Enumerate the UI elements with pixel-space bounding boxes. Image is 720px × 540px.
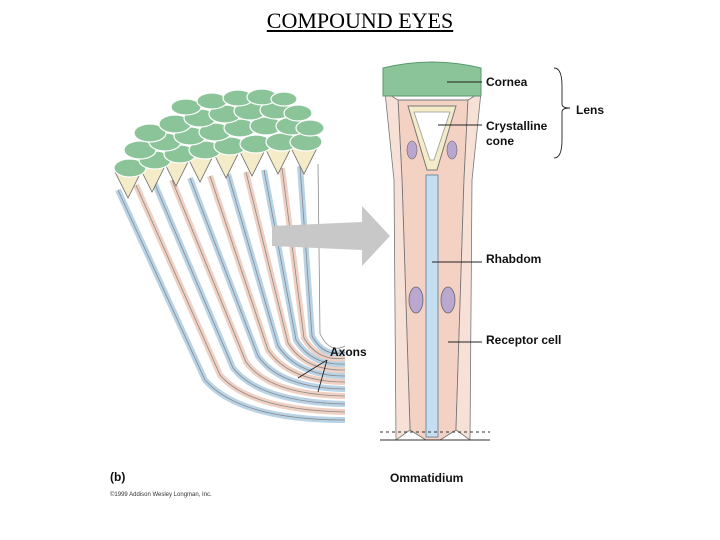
leader-lines [432,67,571,343]
compound-eye-bundle [113,88,346,423]
axons-pointer-lines [297,359,328,393]
label-receptor-cell: Receptor cell [486,333,561,347]
page-title: COMPOUND EYES [266,8,454,33]
receptor-nucleus-right [440,286,456,314]
label-crystalline: Crystalline [486,119,548,133]
label-cone: cone [486,134,514,148]
label-panel: (b) [110,470,125,484]
ommatidia-shafts [115,163,346,423]
label-cornea: Cornea [486,75,528,89]
cornea [382,61,482,97]
label-rhabdom: Rhabdom [486,252,541,266]
rhabdom [425,174,439,438]
label-axons: Axons [330,345,367,359]
label-lens: Lens [576,103,604,117]
label-ommatidium: Ommatidium [390,471,463,485]
receptor-nucleus-left [408,286,424,314]
credit-line: ©1999 Addison Wesley Longman, Inc. [110,491,212,498]
cornea-facets [113,88,325,178]
magnify-arrow [272,206,390,266]
ommatidium-detail [380,61,490,441]
